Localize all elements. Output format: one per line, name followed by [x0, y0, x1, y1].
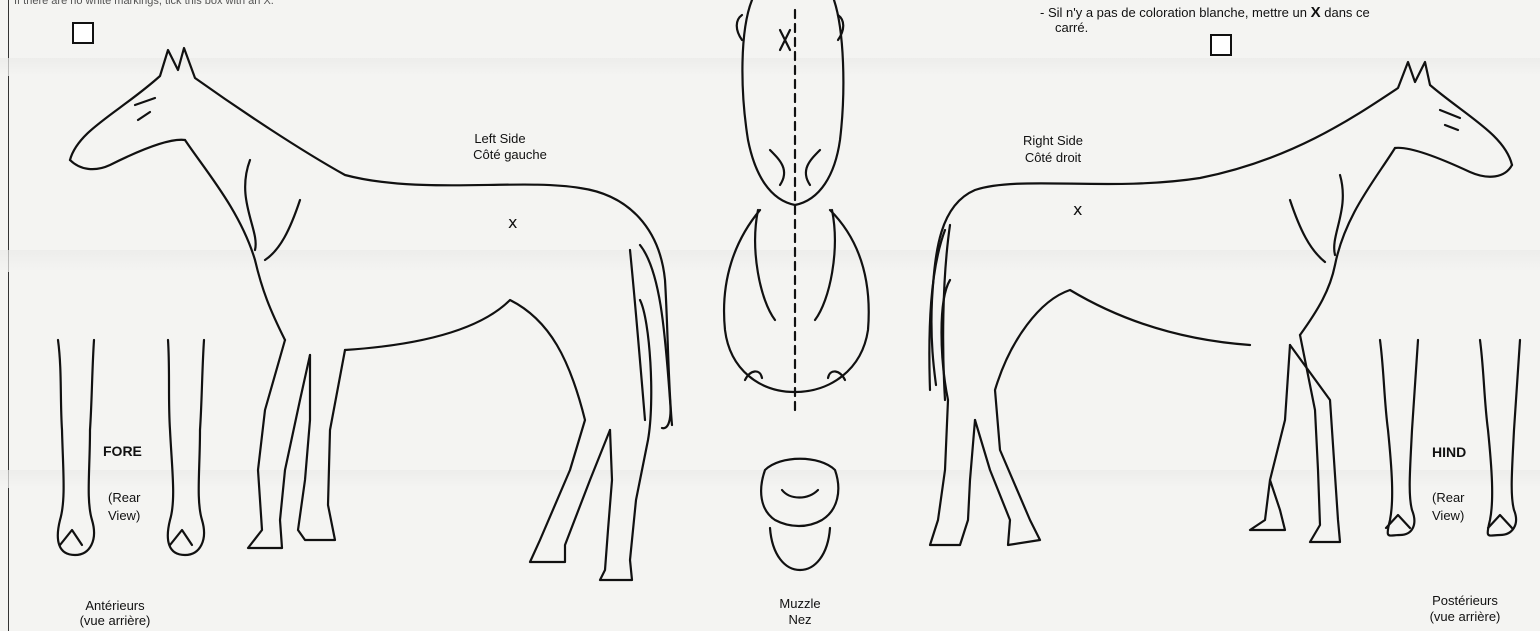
fore-title: FORE — [103, 443, 142, 459]
hind-view-line2: View) — [1432, 508, 1464, 524]
fore-caption-line2: (vue arrière) — [65, 613, 165, 629]
left-horse-outline — [70, 48, 672, 580]
right-side-marking-x: x — [1073, 200, 1082, 219]
fore-view-line2: View) — [108, 508, 140, 524]
muzzle-label: Muzzle — [760, 596, 840, 612]
hind-caption-line2: (vue arrière) — [1410, 609, 1520, 625]
muzzle-label-fr: Nez — [760, 612, 840, 628]
right-side-label-fr: Côté droit — [1008, 150, 1098, 166]
hind-title: HIND — [1432, 444, 1466, 460]
head-front-view — [724, 0, 869, 570]
left-side-label: Left Side — [455, 131, 545, 147]
hind-view-line1: (Rear — [1432, 490, 1465, 506]
hind-legs-rear-view — [1380, 340, 1520, 536]
left-side-label-fr: Côté gauche — [455, 147, 565, 163]
fore-caption-line1: Antérieurs — [65, 598, 165, 614]
left-side-marking-x: x — [508, 213, 517, 232]
fore-view-line1: (Rear — [108, 490, 141, 506]
hind-caption-line1: Postérieurs — [1410, 593, 1520, 609]
face-marking-x — [780, 30, 790, 50]
right-side-label: Right Side — [1008, 133, 1098, 149]
